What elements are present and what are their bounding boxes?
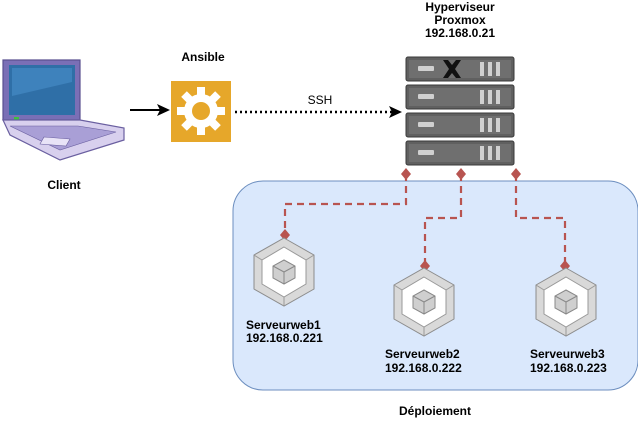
web2-name: Serveurweb2 — [385, 347, 460, 361]
web3-name: Serveurweb3 — [530, 347, 605, 361]
client-to-ansible-arrow — [130, 104, 170, 116]
vm-cube-icon-2 — [393, 267, 455, 337]
web1-ip: 192.168.0.221 — [246, 331, 323, 345]
web1-name: Serveurweb1 — [246, 318, 321, 332]
ansible-gear-icon — [171, 81, 231, 142]
ansible-label: Ansible — [181, 50, 225, 64]
web3-ip: 192.168.0.223 — [530, 361, 607, 375]
vm-cube-icon-1 — [253, 237, 315, 307]
deployment-group-label: Déploiement — [398, 404, 472, 418]
proxmox-x-logo — [443, 60, 461, 78]
ssh-link-arrow — [235, 106, 402, 118]
client-label: Client — [47, 178, 81, 192]
web2-ip: 192.168.0.222 — [385, 361, 462, 375]
ssh-label: SSH — [307, 93, 333, 107]
laptop-icon — [2, 59, 125, 161]
hypervisor-title-line2: Proxmox — [434, 13, 486, 27]
vm-cube-icon-3 — [535, 267, 597, 337]
hypervisor-ip: 192.168.0.21 — [424, 26, 496, 40]
deployment-links — [283, 174, 567, 266]
hypervisor-title-line1: Hyperviseur — [425, 0, 495, 14]
link-endpoints — [280, 168, 570, 272]
proxmox-server-icon — [405, 56, 515, 166]
